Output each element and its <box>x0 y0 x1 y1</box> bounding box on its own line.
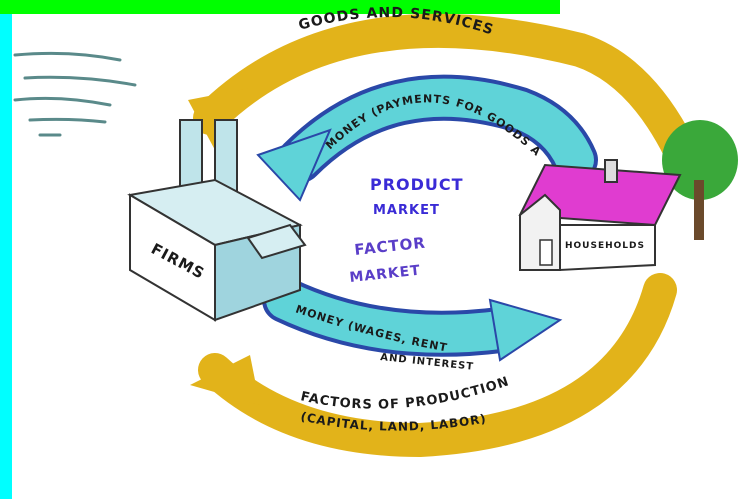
product-market-label-2: MARKET <box>373 203 440 218</box>
payments-flow <box>256 74 598 202</box>
left-border-bar <box>0 0 12 499</box>
factors-arrowhead <box>190 355 260 405</box>
smoke-lines <box>13 51 137 137</box>
households-house <box>518 120 738 272</box>
firms-factory <box>127 119 307 322</box>
factors-flow <box>190 273 677 458</box>
product-market-label-1: PRODUCT <box>370 175 464 194</box>
households-label: HOUSEHOLDS <box>565 241 645 251</box>
factor-market-label-1: FACTOR <box>354 234 427 259</box>
top-border-bar <box>0 0 560 14</box>
wages-arrowhead <box>488 298 563 362</box>
factor-market-label-2: MARKET <box>349 263 422 286</box>
factors-of-production-label: FACTORS OF PRODUCTION <box>299 374 511 412</box>
payments-arrowhead <box>256 128 332 202</box>
tree <box>662 120 738 200</box>
wages-flow <box>262 277 563 362</box>
